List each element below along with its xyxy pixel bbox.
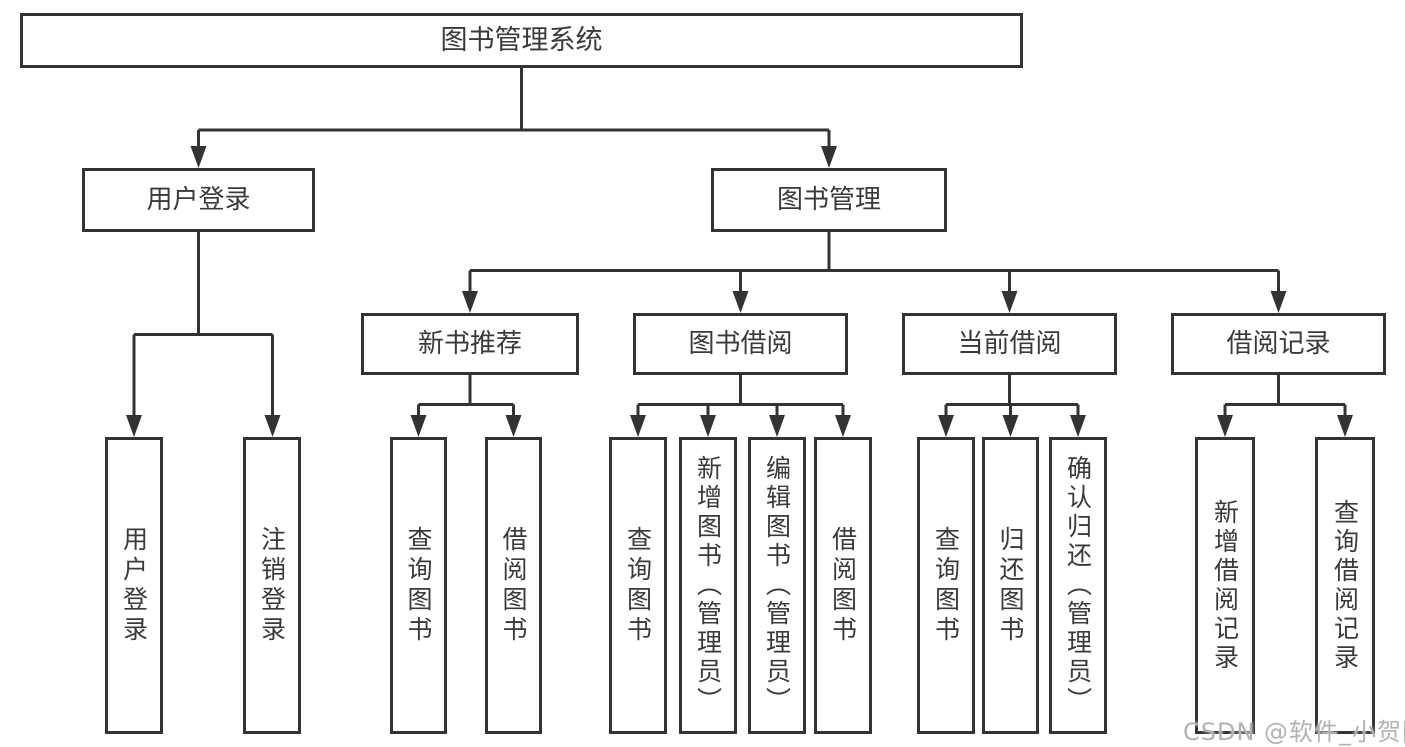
csdn-watermark: CSDN @软件_小贺同学 — [1183, 718, 1405, 746]
connector-userlogin-to-leaves — [126, 232, 281, 437]
node-label: 新增图书（管理员） — [693, 455, 723, 716]
node-label: 用户登录 — [146, 185, 251, 215]
node-label: 当前借阅 — [957, 329, 1062, 359]
leaf-borrow-books: 借阅图书 — [814, 437, 872, 734]
connector-records-to-leaves — [1217, 375, 1353, 437]
node-new-book-recommend: 新书推荐 — [361, 313, 579, 375]
leaf-query-books-current: 查询图书 — [917, 437, 975, 734]
node-label: 图书管理系统 — [440, 25, 603, 56]
leaf-add-book-admin: 新增图书（管理员） — [679, 437, 737, 734]
node-label: 查询图书 — [931, 525, 961, 646]
node-user-login-branch: 用户登录 — [82, 168, 315, 232]
node-library-management-system: 图书管理系统 — [20, 13, 1023, 68]
leaf-query-books-recommend: 查询图书 — [390, 437, 447, 734]
connector-newbooks-to-leaves — [410, 375, 522, 437]
node-label: 图书管理 — [776, 185, 881, 215]
leaf-return-book: 归还图书 — [982, 437, 1039, 734]
leaf-logout: 注销登录 — [243, 437, 301, 734]
leaf-edit-book-admin: 编辑图书（管理员） — [748, 437, 806, 734]
connector-root-to-level2 — [190, 68, 837, 168]
node-label: 用户登录 — [119, 525, 149, 646]
node-current-borrowing: 当前借阅 — [902, 313, 1117, 375]
connector-current-to-leaves — [938, 375, 1086, 437]
node-label: 新增借阅记录 — [1210, 498, 1240, 673]
node-label: 新书推荐 — [417, 329, 522, 359]
connector-bookmgmt-to-level3 — [462, 232, 1287, 313]
leaf-query-borrow-record: 查询借阅记录 — [1315, 437, 1375, 734]
node-book-borrowing: 图书借阅 — [633, 313, 848, 375]
connector-borrow-to-leaves — [630, 375, 851, 437]
node-label: 借阅图书 — [499, 525, 528, 646]
node-label: 归还图书 — [996, 525, 1025, 646]
leaf-query-books-borrow: 查询图书 — [609, 437, 667, 734]
leaf-confirm-return-admin: 确认归还（管理员） — [1049, 437, 1107, 734]
node-label: 借阅图书 — [828, 525, 858, 646]
leaf-user-login: 用户登录 — [105, 437, 163, 734]
node-label: 查询借阅记录 — [1330, 498, 1360, 673]
node-label: 借阅记录 — [1226, 329, 1331, 359]
node-borrowing-records: 借阅记录 — [1171, 313, 1386, 375]
node-book-management-branch: 图书管理 — [711, 168, 947, 232]
node-label: 注销登录 — [257, 525, 287, 646]
node-label: 图书借阅 — [688, 329, 793, 359]
leaf-borrow-books-recommend: 借阅图书 — [485, 437, 542, 734]
node-label: 编辑图书（管理员） — [762, 455, 792, 716]
node-label: 查询图书 — [404, 525, 433, 646]
node-label: 确认归还（管理员） — [1063, 455, 1093, 716]
leaf-add-borrow-record: 新增借阅记录 — [1195, 437, 1255, 734]
node-label: 查询图书 — [623, 525, 653, 646]
